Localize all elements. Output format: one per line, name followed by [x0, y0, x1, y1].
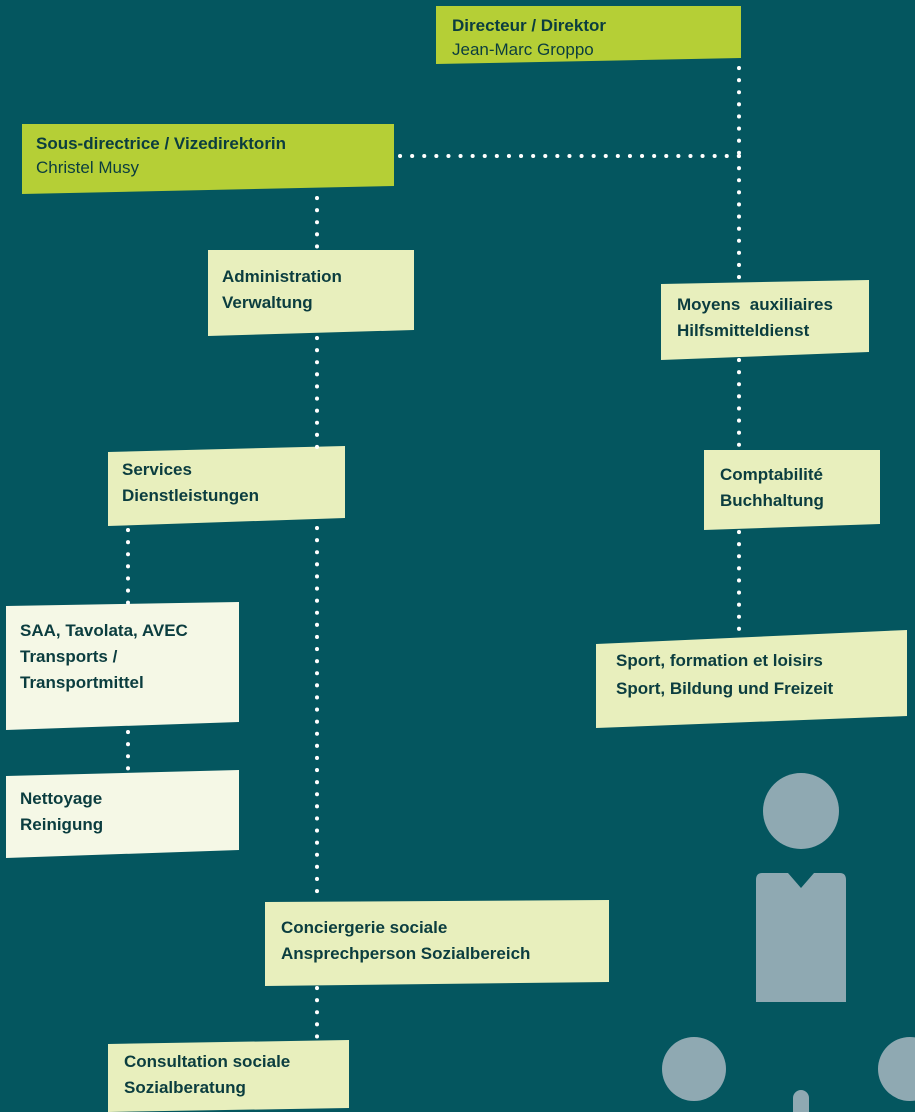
box-shape-concierge: [265, 900, 609, 986]
accounting-label-fr: Comptabilité: [720, 465, 823, 484]
concierge-box: Conciergerie sociale Ansprechperson Sozi…: [265, 901, 609, 985]
administration-box: Administration Verwaltung: [208, 250, 414, 332]
aids-label-fr: Moyens auxiliaires: [677, 295, 833, 314]
sport-box: Sport, formation et loisirs Sport, Bildu…: [596, 637, 907, 722]
box-shape-consultation: [108, 1040, 349, 1112]
sport-label-fr: Sport, formation et loisirs: [616, 651, 823, 670]
box-shape-administration: [208, 250, 414, 336]
consultation-box: Consultation sociale Sozialberatung: [108, 1042, 349, 1112]
director-name: Jean-Marc Groppo: [452, 40, 594, 59]
box-shape-director: [436, 6, 741, 64]
box-shape-accounting: [704, 450, 880, 530]
services-label-fr: Services: [122, 460, 192, 479]
concierge-label-fr: Conciergerie sociale: [281, 918, 448, 937]
saa-label-line2: Transports /: [20, 647, 118, 666]
services-label-de: Dienstleistungen: [122, 486, 259, 505]
cleaning-label-fr: Nettoyage: [20, 789, 103, 808]
administration-label-fr: Administration: [222, 267, 342, 286]
consultation-label-fr: Consultation sociale: [124, 1052, 291, 1071]
accounting-box: Comptabilité Buchhaltung: [704, 450, 880, 526]
consultation-label-de: Sozialberatung: [124, 1078, 246, 1097]
box-shape-vice-director: [22, 124, 394, 194]
saa-box: SAA, Tavolata, AVEC Transports / Transpo…: [6, 604, 239, 726]
saa-label-line1: SAA, Tavolata, AVEC: [20, 621, 188, 640]
box-shape-services: [108, 446, 345, 526]
concierge-label-de: Ansprechperson Sozialbereich: [281, 944, 531, 963]
cleaning-box: Nettoyage Reinigung: [6, 772, 239, 854]
aids-box: Moyens auxiliaires Hilfsmitteldienst: [661, 282, 869, 356]
vice-director-box: Sous-directrice / Vizedirektorin Christe…: [22, 124, 394, 190]
cleaning-label-de: Reinigung: [20, 815, 104, 834]
services-box: Services Dienstleistungen: [108, 448, 345, 522]
director-box: Directeur / Direktor Jean-Marc Groppo: [436, 6, 741, 64]
sport-label-de: Sport, Bildung und Freizeit: [616, 679, 834, 698]
box-shape-aids: [661, 280, 869, 360]
aids-label-de: Hilfsmitteldienst: [677, 321, 810, 340]
vice-director-name: Christel Musy: [36, 158, 139, 177]
saa-label-line3: Transportmittel: [20, 673, 144, 692]
box-shape-cleaning: [6, 770, 239, 858]
director-title: Directeur / Direktor: [452, 16, 606, 35]
box-shape-sport: [596, 630, 907, 728]
accounting-label-de: Buchhaltung: [720, 491, 824, 510]
box-shape-saa: [6, 602, 239, 730]
vice-director-title: Sous-directrice / Vizedirektorin: [36, 134, 287, 153]
administration-label-de: Verwaltung: [222, 293, 313, 312]
connector-lines: [126, 66, 741, 1042]
